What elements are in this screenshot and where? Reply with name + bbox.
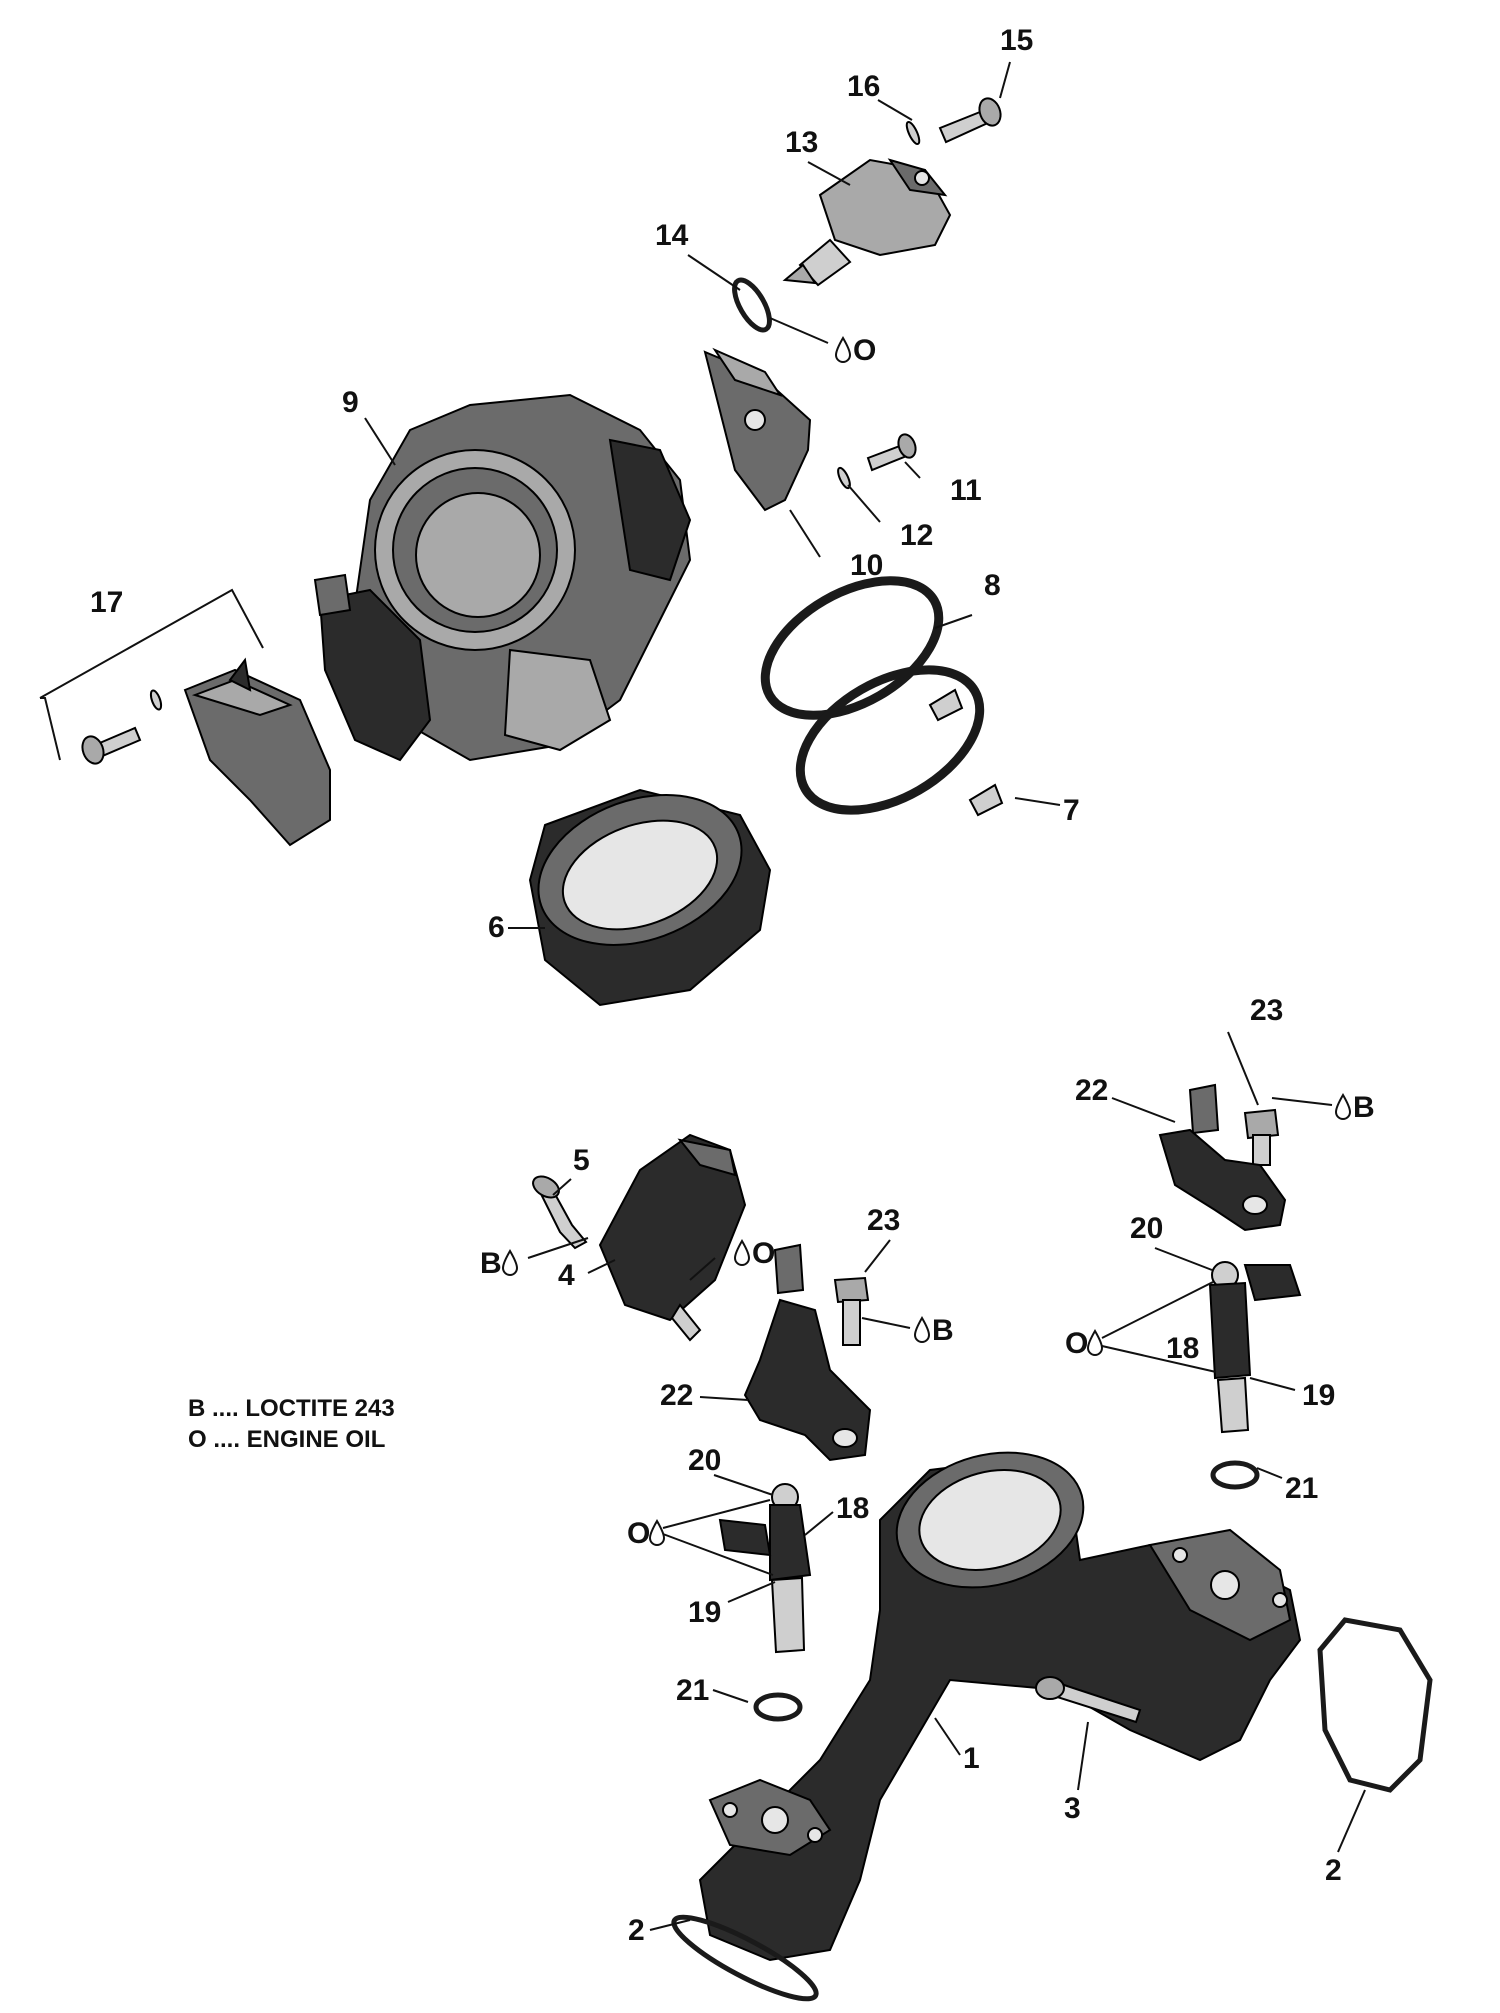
oil-drop-icon <box>1334 1093 1352 1120</box>
oil-marker-4: O <box>733 1237 775 1270</box>
callout-11: 11 <box>950 474 982 507</box>
oil-marker-20-right: O <box>1065 1327 1104 1360</box>
oil-letter: O <box>752 1237 775 1270</box>
callout-2-right: 2 <box>1325 1854 1342 1887</box>
callout-3: 3 <box>1064 1792 1081 1825</box>
callout-22-right: 22 <box>1075 1074 1108 1107</box>
part-9-throttle-body <box>313 393 692 762</box>
callout-19-right: 19 <box>1302 1379 1335 1412</box>
legend: B .... LOCTITE 243 O .... ENGINE OIL <box>188 1395 395 1453</box>
oil-marker-20-middle: O <box>627 1517 666 1550</box>
callout-5: 5 <box>573 1144 590 1177</box>
callout-21-right: 21 <box>1285 1472 1318 1505</box>
part-14-o-ring <box>732 277 772 333</box>
part-2-gasket-right <box>1317 1617 1433 1793</box>
part-18-injector-middle <box>718 1483 812 1654</box>
callout-6: 6 <box>488 911 505 944</box>
callout-16: 16 <box>847 70 880 103</box>
oil-drop-icon <box>834 336 852 363</box>
loctite-letter: B <box>1353 1091 1375 1124</box>
callout-15: 15 <box>1000 24 1033 57</box>
part-8-clamp <box>760 576 944 720</box>
part-7-clamp <box>795 665 1004 817</box>
loctite-marker-23-middle: B <box>913 1314 954 1347</box>
part-21-washer-middle <box>753 1692 803 1722</box>
callout-18-right: 18 <box>1166 1332 1199 1365</box>
loctite-letter: B <box>932 1314 954 1347</box>
callout-12: 12 <box>900 519 933 552</box>
part-22-holder-right <box>1158 1083 1287 1232</box>
part-18-injector-right <box>1208 1261 1302 1434</box>
part-23-screw-middle <box>833 1276 870 1346</box>
loctite-letter: B <box>480 1247 502 1280</box>
oil-marker-14: O <box>834 334 876 367</box>
callout-23-right: 23 <box>1250 994 1283 1027</box>
oil-drop-icon <box>1086 1329 1104 1356</box>
legend-loctite: B .... LOCTITE 243 <box>188 1395 395 1422</box>
callout-18-middle: 18 <box>836 1492 869 1525</box>
callout-8: 8 <box>984 569 1001 602</box>
part-12-washer <box>837 466 851 490</box>
part-11-screw <box>866 433 917 472</box>
callout-20-right: 20 <box>1130 1212 1163 1245</box>
callout-14: 14 <box>655 219 689 252</box>
loctite-marker-5: B <box>480 1247 519 1280</box>
callout-labels: 15 16 13 14 9 11 12 10 8 17 7 6 23 22 5 … <box>90 24 1342 1947</box>
part-10-adapter-plate <box>703 347 812 512</box>
oil-drop-icon <box>501 1249 519 1276</box>
part-22-holder-middle <box>743 1243 872 1462</box>
callout-20-middle: 20 <box>688 1444 721 1477</box>
callout-1: 1 <box>963 1742 980 1775</box>
callout-22-middle: 22 <box>660 1379 693 1412</box>
part-5-screw <box>532 1175 588 1250</box>
part-4-map-sensor <box>598 1133 747 1342</box>
callout-9: 9 <box>342 386 359 419</box>
oil-letter: O <box>627 1517 650 1550</box>
callout-13: 13 <box>785 126 818 159</box>
part-6-intake-boot <box>528 788 772 1007</box>
legend-engine-oil: O .... ENGINE OIL <box>188 1426 385 1453</box>
part-1-intake-manifold <box>698 1451 1302 1962</box>
callout-7: 7 <box>1063 794 1080 827</box>
callout-4: 4 <box>558 1259 575 1292</box>
leader-lines <box>364 61 1366 1931</box>
oil-drop-icon <box>733 1239 751 1266</box>
part-23-screw-right <box>1243 1108 1280 1166</box>
part-3-bolt <box>1035 1676 1142 1724</box>
callout-17: 17 <box>90 586 123 619</box>
callout-2-bottom: 2 <box>628 1914 645 1947</box>
loctite-marker-23-right: B <box>1334 1091 1375 1124</box>
part-17-sensor-cover <box>39 588 331 847</box>
oil-drop-icon <box>913 1316 931 1343</box>
oil-letter: O <box>853 334 876 367</box>
part-13-idle-valve <box>782 158 952 287</box>
part-2-gasket-bottom <box>671 1914 819 2002</box>
oil-letter: O <box>1065 1327 1088 1360</box>
callout-10: 10 <box>850 549 883 582</box>
callout-23-middle: 23 <box>867 1204 900 1237</box>
part-16-washer <box>905 120 921 146</box>
oil-drop-icon <box>648 1519 666 1546</box>
callout-19-middle: 19 <box>688 1596 721 1629</box>
part-21-washer-right <box>1210 1460 1260 1490</box>
part-15-screw <box>938 97 1002 144</box>
callout-21-middle: 21 <box>676 1674 709 1707</box>
